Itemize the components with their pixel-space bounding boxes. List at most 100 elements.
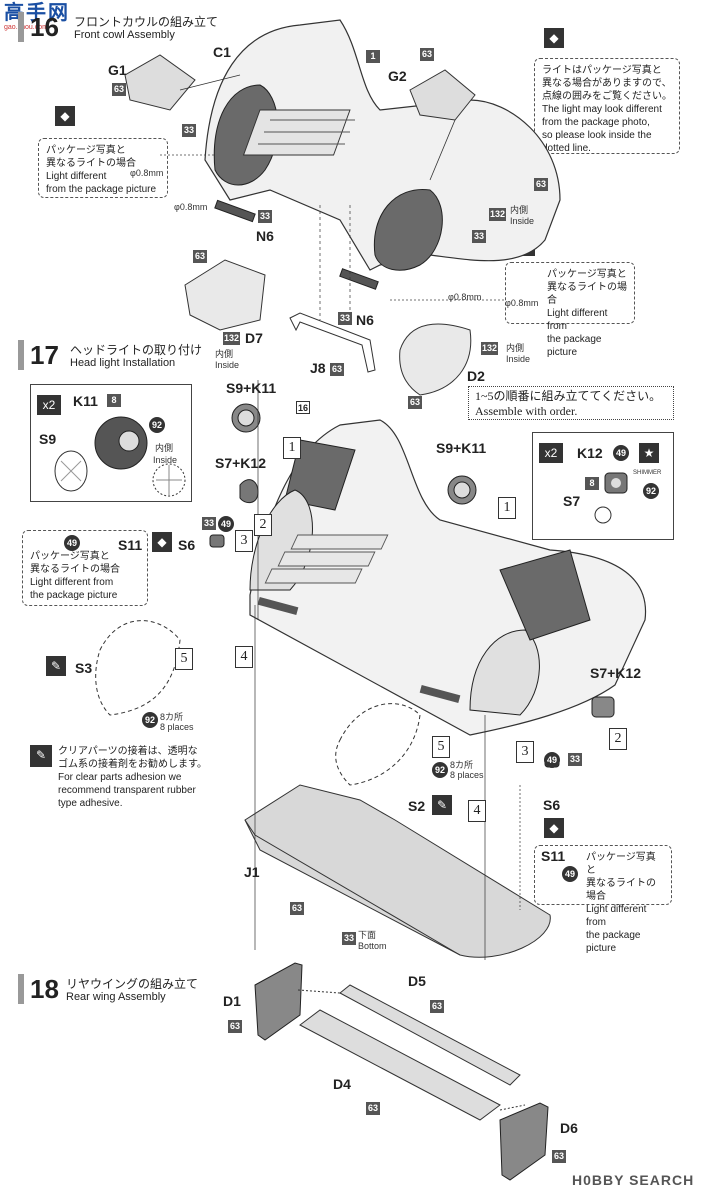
order-mark: 1 — [498, 497, 516, 519]
part-c1: C1 — [213, 44, 231, 60]
code-s6a1: 33 — [202, 517, 216, 530]
order-mark: 5 — [432, 736, 450, 758]
code-c1-inner: 33 — [182, 124, 196, 137]
step16-title-jp: フロントカウルの組み立て — [74, 15, 219, 29]
part-s9: S9 — [39, 431, 57, 447]
k11-inside-jp: 内側 — [155, 443, 174, 453]
order-note: 1~5の順番に組み立ててください。 Assemble with order. — [468, 386, 674, 420]
x2-badge: x2 — [37, 395, 61, 415]
hobbysearch-logo: H0BBY SEARCH — [572, 1172, 695, 1188]
code-d4: 63 — [366, 1102, 380, 1115]
code-s2: 92 — [432, 762, 448, 778]
part-d1: D1 — [223, 993, 241, 1009]
step17-title-jp: ヘッドライトの取り付け — [70, 343, 203, 357]
glue-icon: ✎ — [30, 745, 52, 767]
part-s11b: S11 — [541, 848, 566, 864]
check-pattern-icon: ◆ — [55, 106, 75, 126]
step16-number: 16 — [18, 12, 59, 42]
k12-inset: x2 K12 49 ★ SHIMMER 8 92 S7 — [532, 432, 674, 540]
site-logo-url: gao.shou.com — [4, 24, 48, 31]
code-s6a2: 49 — [218, 516, 234, 532]
code-92b: 92 — [643, 483, 659, 499]
part-n6b: N6 — [356, 312, 374, 328]
order-mark: 4 — [235, 646, 253, 668]
glue-note: クリアパーツの接着は、透明な ゴム系の接着剤をお勧めします。 For clear… — [58, 746, 207, 809]
check-pattern-icon: ◆ — [152, 532, 172, 552]
x2-badge: x2 — [539, 443, 563, 463]
step17-left-note: パッケージ写真と 異なるライトの場合 Light different from … — [22, 530, 148, 606]
part-s7k12-a: S7+K12 — [215, 455, 266, 471]
code-g2: 63 — [420, 48, 434, 61]
code-inside: 132 — [489, 208, 507, 221]
k12-drawing — [594, 472, 628, 524]
check-pattern-icon: ◆ — [544, 28, 564, 48]
part-s7: S7 — [563, 493, 581, 509]
part-s11a: S11 — [118, 537, 143, 553]
badge-small: SHIMMER — [633, 470, 662, 476]
part-s9k11-a: S9+K11 — [226, 380, 277, 396]
part-j8: J8 — [310, 360, 326, 376]
part-g2: G2 — [388, 68, 407, 84]
step17-title-en: Head light Installation — [70, 357, 176, 369]
inside-en: Inside — [510, 216, 535, 226]
d7-inside-jp: 内側 — [215, 349, 234, 359]
code-n6a: 33 — [258, 210, 272, 223]
code-j1b: 33 — [342, 932, 356, 945]
code-92a: 92 — [149, 417, 165, 433]
code-s11a: 49 — [64, 535, 80, 551]
order-mark: 3 — [235, 530, 253, 552]
part-k11: K11 — [73, 393, 98, 409]
part-s2: S2 — [408, 798, 426, 814]
places-jp2: 8カ所 — [450, 760, 474, 770]
part-s6a: S6 — [178, 537, 196, 553]
d2-inside-jp: 内側 — [506, 343, 525, 353]
drill-size-b: φ0.8mm — [505, 298, 539, 308]
drill-size-label: φ0.8mm — [174, 202, 208, 212]
code-s11b: 49 — [562, 866, 578, 882]
d2-inside-en: Inside — [506, 354, 531, 364]
code-s6b1: 49 — [544, 752, 560, 768]
drill-size-c: φ0.8mm — [448, 292, 482, 302]
part-n6a: N6 — [256, 228, 274, 244]
step18-number: 18 — [18, 974, 59, 1004]
code-j1a: 63 — [290, 902, 304, 915]
code-s3: 92 — [142, 712, 158, 728]
k11-inside-en: Inside — [153, 455, 178, 465]
front-cowl-drawing — [124, 19, 561, 396]
part-16: 16 — [296, 401, 311, 414]
places-en: 8 places — [160, 722, 194, 732]
code-d7b: 132 — [223, 332, 241, 345]
k11-inset: x2 K11 8 92 S9 内側 Inside — [30, 384, 192, 502]
part-s6b: S6 — [543, 797, 561, 813]
step16-right-note: パッケージ写真と 異なるライトの場合 Light different from … — [505, 262, 635, 358]
order-mark: 4 — [468, 800, 486, 822]
order-mark: 1 — [283, 437, 301, 459]
rear-wing-drawing — [254, 962, 549, 1181]
bottom-en: Bottom — [358, 941, 387, 951]
code-j8: 63 — [330, 363, 344, 376]
part-s9k11-b: S9+K11 — [436, 440, 487, 456]
code-d7a: 63 — [193, 250, 207, 263]
code-d6: 63 — [552, 1150, 566, 1163]
step16-title-en: Front cowl Assembly — [74, 29, 175, 41]
part-d7: D7 — [245, 330, 263, 346]
code-d5: 63 — [430, 1000, 444, 1013]
step18-title-en: Rear wing Assembly — [66, 991, 166, 1003]
code-body: 63 — [534, 178, 548, 191]
drill-size-a: φ0.8mm — [130, 168, 164, 178]
glue-icon: ✎ — [46, 656, 66, 676]
k11-drawing — [54, 416, 186, 497]
d7-inside-en: Inside — [215, 360, 240, 370]
star-icon: ★ — [639, 443, 659, 463]
part-g1: G1 — [108, 62, 127, 78]
order-mark: 3 — [516, 741, 534, 763]
code-49a: 49 — [613, 445, 629, 461]
code-one: 1 — [366, 50, 380, 63]
code-d2: 132 — [481, 342, 499, 355]
code-d1: 63 — [228, 1020, 242, 1033]
places-jp: 8カ所 — [160, 712, 184, 722]
order-mark: 2 — [254, 514, 272, 536]
step17-number: 17 — [18, 340, 59, 370]
step16-top-note: ライトはパッケージ写真と 異なる場合がありますので、 点線の囲みをご覧ください。… — [534, 58, 680, 154]
order-mark: 2 — [609, 728, 627, 750]
